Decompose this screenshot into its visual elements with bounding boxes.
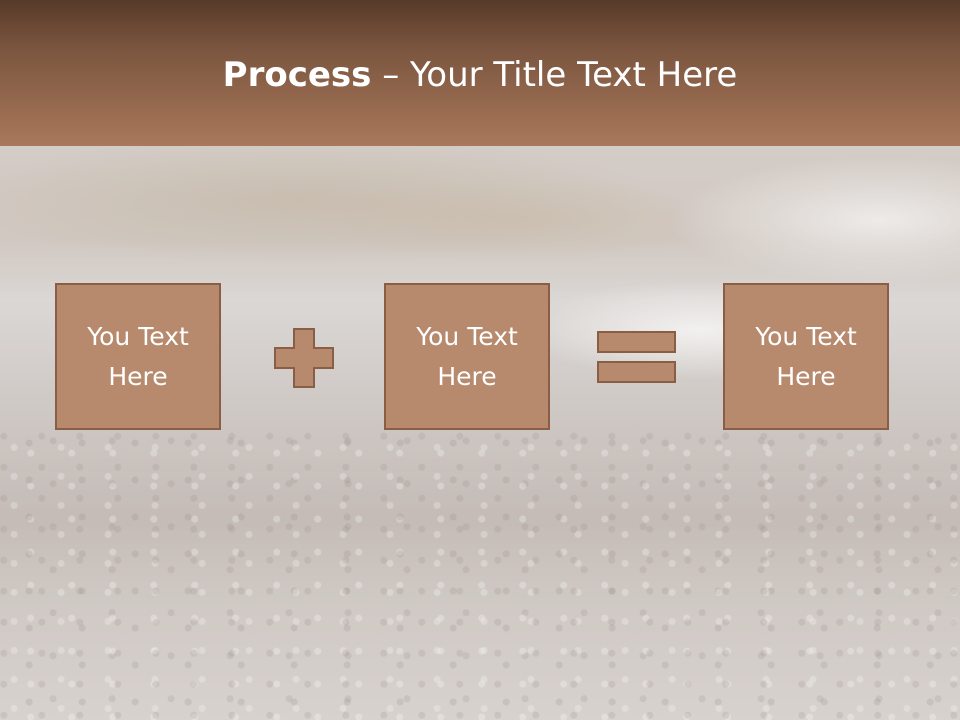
box-3-line-1: You Text <box>755 321 857 351</box>
title-bar: Process – Your Title Text Here <box>0 0 960 146</box>
box-1-line-1: You Text <box>87 321 189 351</box>
box-3-line-2: Here <box>776 361 836 391</box>
process-box-1: You Text Here <box>55 283 221 430</box>
process-box-3: You Text Here <box>723 283 889 430</box>
box-2-line-1: You Text <box>416 321 518 351</box>
box-1-line-2: Here <box>108 361 168 391</box>
process-box-2: You Text Here <box>384 283 550 430</box>
box-2-line-2: Here <box>437 361 497 391</box>
background-debris-texture <box>0 430 960 720</box>
title-rest: Your Title Text Here <box>410 55 738 95</box>
plus-icon <box>274 328 334 388</box>
title-separator: – <box>371 55 411 95</box>
equals-icon <box>597 331 676 383</box>
slide-title: Process – Your Title Text Here <box>0 52 960 98</box>
title-bold: Process <box>222 55 372 95</box>
